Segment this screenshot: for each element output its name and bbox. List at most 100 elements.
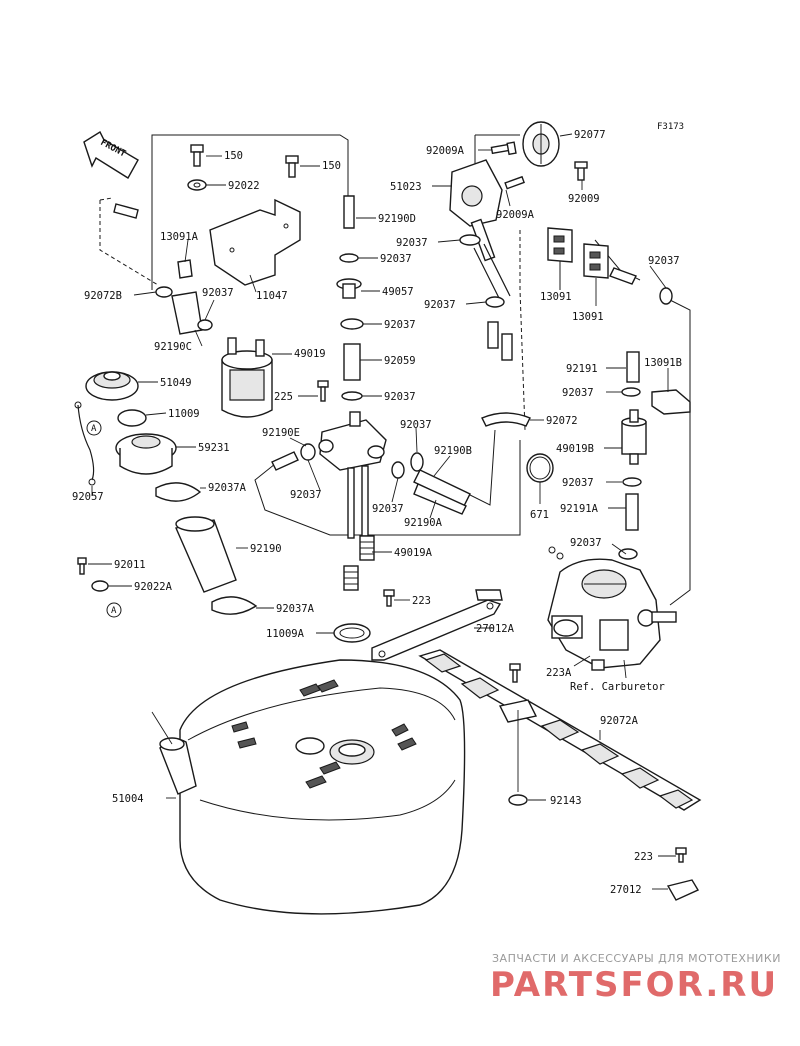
- callout-92037: 92037: [562, 477, 594, 489]
- lever-92077: [522, 121, 560, 167]
- callout-92037: 92037: [396, 237, 428, 249]
- screw-92009A-top: [490, 141, 517, 156]
- clamp-92037-l: [622, 477, 642, 487]
- callout-92037: 92037: [424, 299, 456, 311]
- hose-92190: [175, 519, 237, 593]
- callout-92009A: 92009A: [496, 209, 535, 221]
- callout-92037: 92037: [290, 489, 322, 501]
- callout-labels: 150 150 92022 13091A 92072B 92037 11047 …: [72, 129, 682, 896]
- clamp-92037-left: [197, 319, 213, 331]
- tether-92057: [77, 404, 95, 481]
- callout-92009: 92009: [568, 193, 600, 205]
- clamp-92037-f: [410, 452, 424, 472]
- clamp-92037-k: [621, 387, 641, 397]
- callout-51023: 51023: [390, 181, 422, 193]
- screw-92009A-bottom: [504, 175, 525, 190]
- hose-92191A: [625, 493, 639, 531]
- callout-225: 225: [274, 391, 293, 403]
- fuel-filter-49019: [221, 337, 273, 418]
- fuel-tank-51004: [159, 659, 466, 915]
- callout-49019B: 49019B: [556, 443, 594, 455]
- clamp-92072: [481, 412, 531, 427]
- callout-223A: 223A: [546, 667, 572, 679]
- callout-92072: 92072: [546, 415, 578, 427]
- band-92072A: [418, 649, 702, 811]
- callout-11047: 11047: [256, 290, 288, 302]
- gasket-11009A: [333, 623, 371, 643]
- clamp-92037-g: [391, 461, 405, 479]
- bolt-92011: [77, 557, 87, 565]
- callout-92190: 92190: [250, 543, 282, 555]
- bracket-outline: [151, 134, 349, 200]
- callout-150: 150: [224, 150, 243, 162]
- strainer-49019A: [343, 535, 375, 591]
- watermark-brand: PARTSFOR.RU: [490, 965, 778, 1005]
- filler-neck-59231: [115, 433, 177, 475]
- bolt-223-bottom: [675, 847, 687, 855]
- callout-13091: 13091: [572, 311, 604, 323]
- callout-92037: 92037: [372, 503, 404, 515]
- pipe-fitting-right: [609, 267, 637, 285]
- clamp-92037-h: [459, 234, 481, 246]
- o-ring-11009: [117, 409, 147, 427]
- callout-92037: 92037: [384, 391, 416, 403]
- hose-92190D: [343, 195, 355, 229]
- clamp-92037-e: [300, 443, 316, 461]
- callout-92190A: 92190A: [404, 517, 443, 529]
- callout-92057: 92057: [72, 491, 104, 503]
- hose-92190A: [413, 483, 467, 515]
- callout-92190B: 92190B: [434, 445, 472, 457]
- bolt-223-top: [383, 589, 395, 597]
- bolt-150-left: [190, 144, 204, 167]
- callout-92022A: 92022A: [134, 581, 173, 593]
- clamp-92037-i: [485, 296, 505, 308]
- callout-92072A: 92072A: [600, 715, 639, 727]
- clip-13091-a: [547, 227, 573, 263]
- callout-92191A: 92191A: [560, 503, 599, 515]
- clamp-92037-m: [618, 548, 638, 560]
- hose-92190C: [171, 291, 203, 335]
- washer-92022: [187, 179, 207, 191]
- carburetor: [547, 546, 677, 671]
- leader-lines: [88, 133, 676, 890]
- callout-11009: 11009: [168, 408, 200, 420]
- watermark: ЗАПЧАСТИ И АКСЕССУАРЫ ДЛЯ МОТОТЕХНИКИ PA…: [490, 952, 781, 1005]
- stay-27012: [666, 879, 700, 901]
- callout-92190C: 92190C: [154, 341, 192, 353]
- callout-13091B: 13091B: [644, 357, 682, 369]
- clip-13091B: [651, 389, 691, 415]
- hose-routing-loop: [254, 440, 521, 536]
- callout-92190D: 92190D: [378, 213, 416, 225]
- callout-49019A: 49019A: [394, 547, 433, 559]
- callout-92059: 92059: [384, 355, 416, 367]
- callout-92190E: 92190E: [262, 427, 300, 439]
- washer-92143: [508, 794, 528, 806]
- callout-51049: 51049: [160, 377, 192, 389]
- watermark-tagline: ЗАПЧАСТИ И АКСЕССУАРЫ ДЛЯ МОТОТЕХНИКИ: [492, 952, 781, 965]
- callout-27012A: 27012A: [476, 623, 515, 635]
- fuel-valve-body: [318, 411, 387, 539]
- o-ring-671: [526, 453, 554, 483]
- clamp-92037-j: [659, 287, 673, 305]
- fitting-49057: [336, 278, 362, 299]
- callout-92143: 92143: [550, 795, 582, 807]
- callout-92037: 92037: [380, 253, 412, 265]
- stay-27012A: [371, 589, 503, 661]
- diagram-code: F3173: [657, 122, 684, 132]
- clamp-92037-d: [341, 391, 363, 401]
- front-arrow-icon: FRONT: [83, 130, 139, 179]
- callout-223: 223: [412, 595, 431, 607]
- bolt-150-right: [285, 155, 299, 178]
- callout-92009A: 92009A: [426, 145, 465, 157]
- pipe-fitting: [113, 203, 139, 219]
- callout-92072B: 92072B: [84, 290, 122, 302]
- callout-92022: 92022: [228, 180, 260, 192]
- clip-13091A: [177, 259, 193, 279]
- clamp-92072B: [155, 286, 173, 298]
- filter-49019B: [621, 409, 647, 465]
- fuel-cap-51049: [85, 371, 139, 401]
- clamp-92037-b: [339, 253, 359, 263]
- callout-27012: 27012: [610, 884, 642, 896]
- callout-92037: 92037: [202, 287, 234, 299]
